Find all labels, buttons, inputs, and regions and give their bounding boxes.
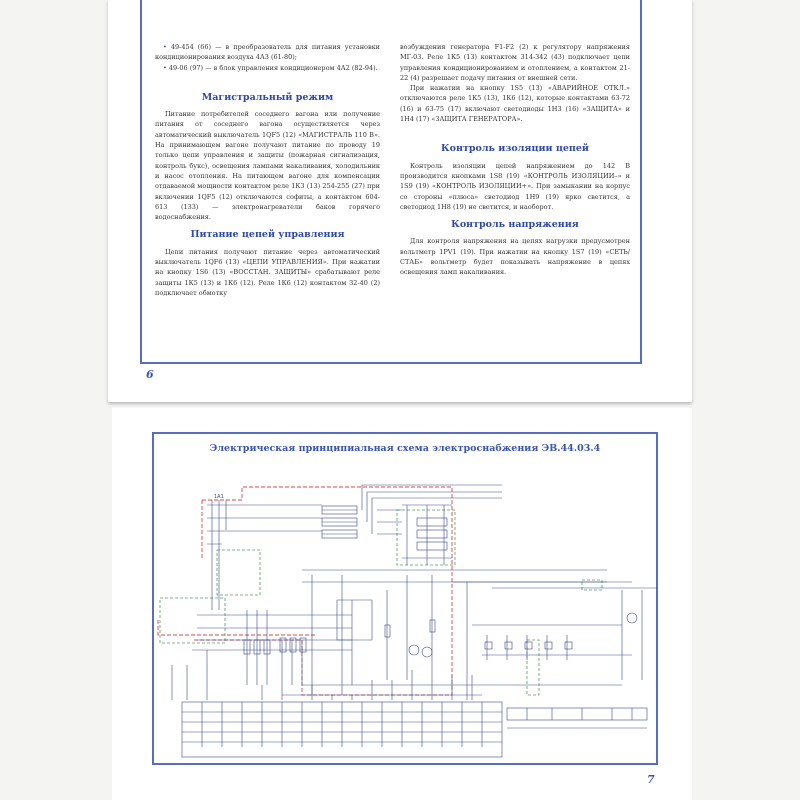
paragraph: При нажатии на кнопку 1S5 (13) «АВАРИЙНО… [400,84,630,124]
green-dashed-boxes [159,509,603,696]
diagram-title: Электрическая принципиальная схема элект… [209,443,601,454]
section-heading: Питание цепей управления [190,229,345,241]
list-item: 49-06 (97) — в блок управления кондицион… [155,63,380,73]
paragraph: Контроль изоляции цепей напряжением до 1… [400,161,630,211]
section-heading: Контроль напряжения [451,219,579,231]
left-column: 49-454 (66) — в преобразователь для пита… [155,42,380,298]
page-number: 7 [647,773,655,786]
paragraph: Цепи питания получают питание через авто… [155,247,380,297]
page-frame [140,0,642,364]
paragraph: возбуждения генератора F1-F2 (2) к регул… [400,43,630,82]
paragraph: Питание потребителей соседнего вагона ил… [155,110,380,222]
wires [171,484,657,700]
bullet-list: 49-454 (66) — в преобразователь для пита… [155,42,380,73]
electrical-schematic: 1А1 [157,484,657,758]
block-label: 1А1 [214,494,224,500]
section-heading: Магистральный режим [201,91,334,103]
page-number: 6 [146,368,154,381]
section-heading: Контроль изоляции цепей [441,143,589,155]
terminal-table [181,701,648,758]
red-dashed-boundary [157,486,453,696]
paragraph: Для контроля напряжения на цепях нагрузк… [400,237,630,277]
list-item: 49-454 (66) — в преобразователь для пита… [155,42,380,63]
right-column: возбуждения генератора F1-F2 (2) к регул… [400,42,630,278]
page-frame [152,432,658,765]
